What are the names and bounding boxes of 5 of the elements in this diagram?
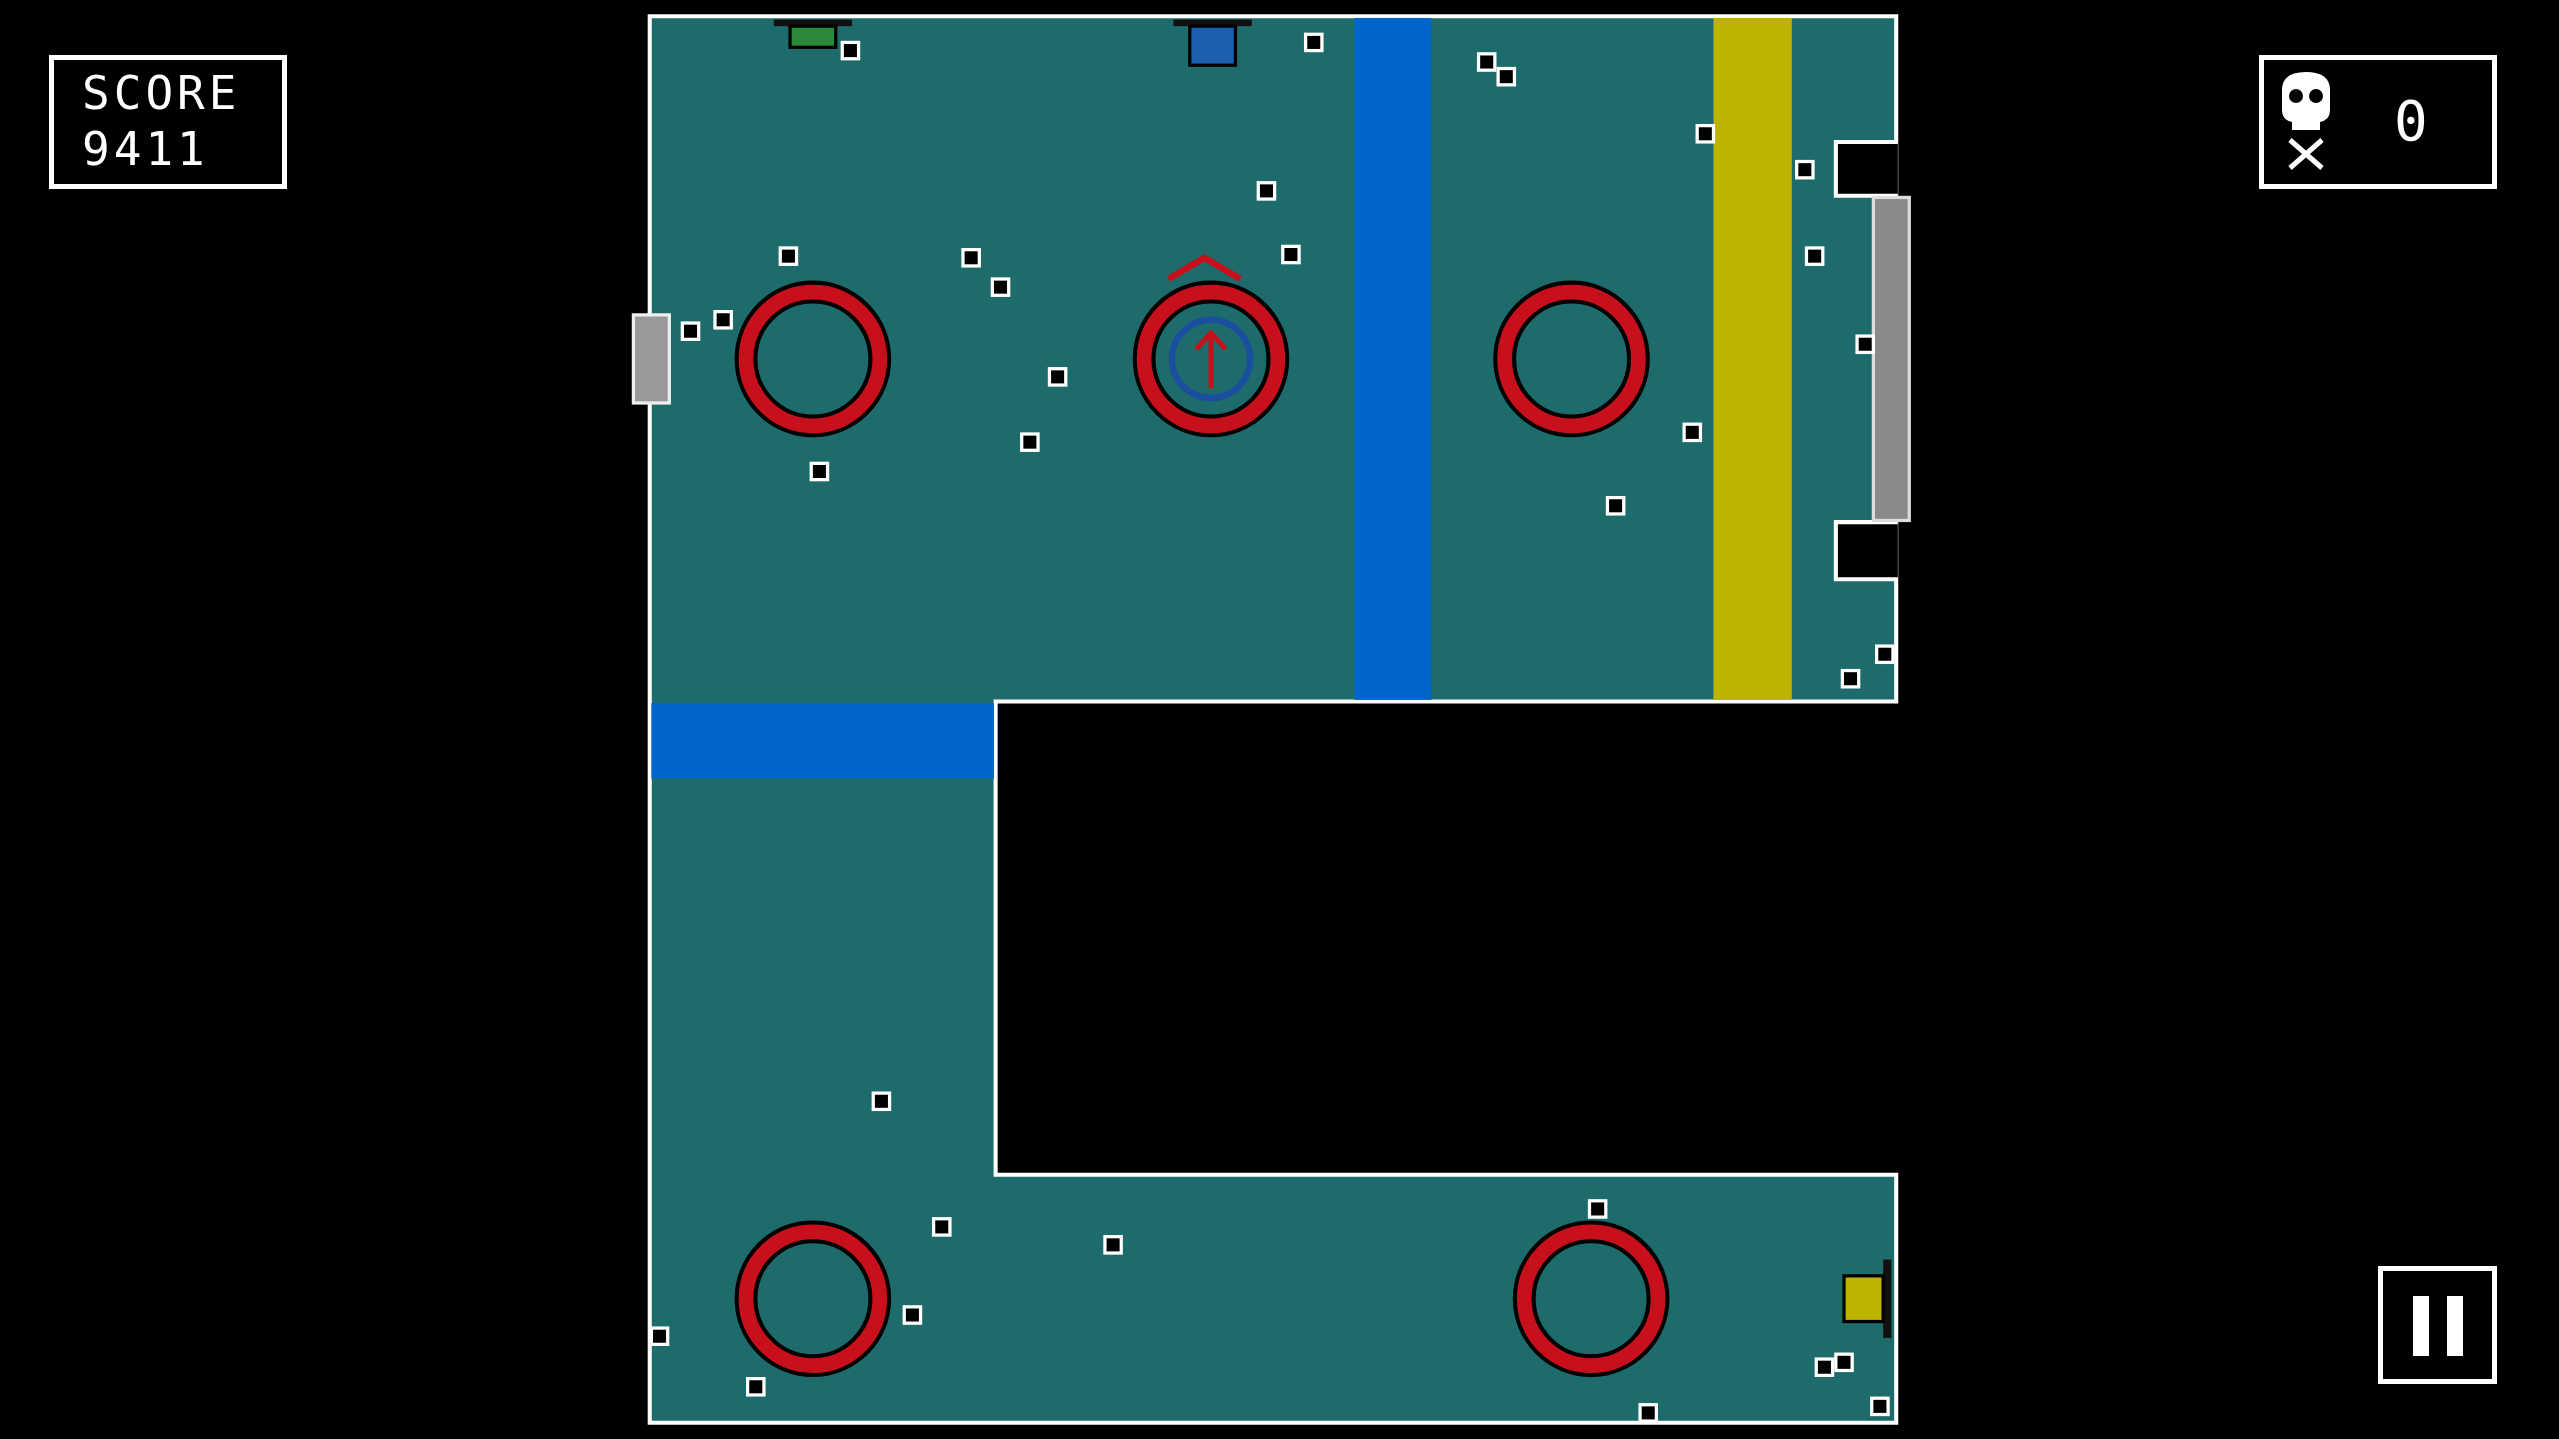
- score-value: 9411: [82, 122, 209, 176]
- death-counter-panel: [2259, 55, 2497, 189]
- death-count: 0: [2394, 88, 2432, 153]
- score-heading: SCORE: [82, 66, 241, 120]
- score-panel: [49, 55, 287, 189]
